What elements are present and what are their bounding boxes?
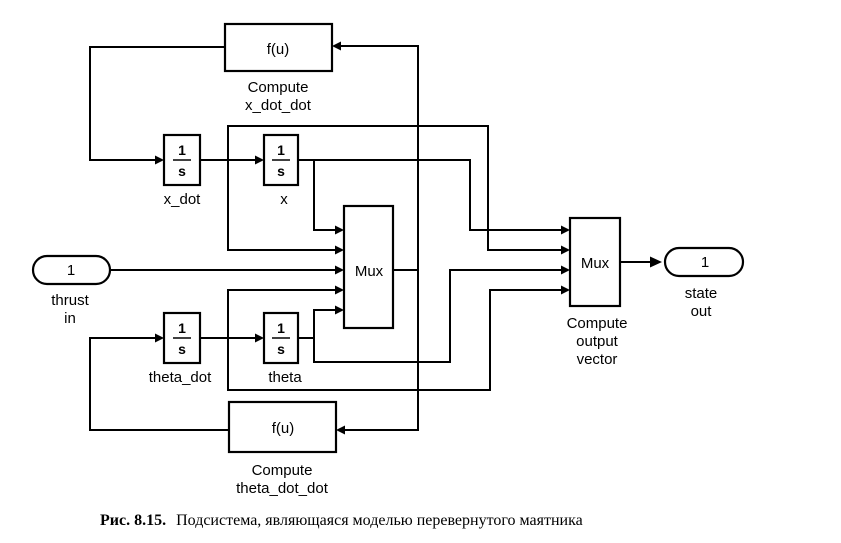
signal-wires bbox=[89, 45, 656, 431]
wire-xdot-to-outmux bbox=[227, 125, 562, 251]
mux-block-label: vector bbox=[577, 351, 618, 368]
fcn-block-label: Compute bbox=[252, 462, 313, 479]
fcn-block-label: Compute bbox=[248, 79, 309, 96]
arrowhead bbox=[335, 305, 344, 315]
arrowhead bbox=[155, 155, 164, 165]
mux-block-output[interactable]: Mux bbox=[568, 216, 622, 308]
arrowhead bbox=[561, 285, 570, 295]
arrowhead bbox=[155, 333, 164, 343]
mux-label: Mux bbox=[581, 255, 610, 272]
integrator-label: x_dot bbox=[164, 191, 202, 208]
integrator-denominator: s bbox=[178, 341, 186, 357]
integrator-label: theta_dot bbox=[149, 369, 212, 386]
integrator-denominator: s bbox=[277, 341, 285, 357]
integrator-block-theta[interactable]: 1 s bbox=[262, 311, 300, 365]
port-label: in bbox=[64, 310, 76, 327]
figure-caption-text: Подсистема, являющаяся моделью переверну… bbox=[176, 512, 583, 529]
fcn-expression: f(u) bbox=[272, 420, 295, 437]
port-label: out bbox=[691, 303, 713, 320]
arrowhead bbox=[336, 425, 345, 435]
fcn-block-label: x_dot_dot bbox=[245, 97, 312, 114]
mux-block-label: output bbox=[576, 333, 619, 350]
integrator-numerator: 1 bbox=[277, 142, 285, 158]
wire-thetadot-to-centermux bbox=[227, 289, 336, 338]
port-label: thrust bbox=[51, 292, 89, 309]
integrator-block-theta-dot[interactable]: 1 s bbox=[162, 311, 202, 365]
mux-block-center[interactable]: Mux bbox=[342, 204, 395, 330]
integrator-numerator: 1 bbox=[277, 320, 285, 336]
inport-thrust[interactable]: 1 bbox=[31, 254, 112, 286]
arrowhead bbox=[255, 155, 264, 165]
arrowhead bbox=[335, 245, 344, 255]
wire-bus-to-top-fcn bbox=[340, 45, 419, 270]
wire-thetadotdot-to-int-thetadot bbox=[89, 337, 229, 431]
arrowhead bbox=[335, 225, 344, 235]
integrator-block-x[interactable]: 1 s bbox=[262, 133, 300, 187]
arrowhead bbox=[335, 265, 344, 275]
figure-number: Рис. 8.15. bbox=[100, 512, 166, 529]
port-number: 1 bbox=[67, 262, 75, 279]
arrowhead bbox=[561, 245, 570, 255]
wire-theta-to-centermux bbox=[298, 309, 336, 339]
fcn-block-compute-theta-dot-dot[interactable]: f(u) bbox=[227, 400, 338, 454]
arrowhead bbox=[561, 265, 570, 275]
arrowhead bbox=[650, 256, 662, 268]
wire-x-to-outmux bbox=[314, 159, 562, 231]
fcn-block-compute-x-dot-dot[interactable]: f(u) bbox=[223, 22, 334, 73]
port-label: state bbox=[685, 285, 718, 302]
figure-caption: Рис. 8.15. Подсистема, являющаяся модель… bbox=[100, 512, 583, 529]
wire-theta-to-outmux bbox=[313, 269, 562, 363]
wire-xdotdot-to-int-xdot bbox=[89, 46, 225, 161]
integrator-denominator: s bbox=[178, 163, 186, 179]
wire-x-to-centermux bbox=[298, 159, 336, 231]
integrator-denominator: s bbox=[277, 163, 285, 179]
integrator-block-x-dot[interactable]: 1 s bbox=[162, 133, 202, 187]
integrator-numerator: 1 bbox=[178, 142, 186, 158]
integrator-label: theta bbox=[268, 369, 302, 386]
fcn-block-label: theta_dot_dot bbox=[236, 480, 329, 497]
mux-label: Mux bbox=[355, 263, 384, 280]
integrator-numerator: 1 bbox=[178, 320, 186, 336]
arrowhead bbox=[335, 285, 344, 295]
arrowhead bbox=[255, 333, 264, 343]
fcn-expression: f(u) bbox=[267, 41, 290, 58]
mux-block-label: Compute bbox=[567, 315, 628, 332]
outport-state[interactable]: 1 bbox=[663, 246, 745, 278]
wire-xdot-to-centermux bbox=[227, 160, 336, 251]
wire-thetadot-to-outmux bbox=[227, 289, 562, 391]
arrowhead bbox=[332, 41, 341, 51]
arrowhead bbox=[561, 225, 570, 235]
port-number: 1 bbox=[701, 254, 709, 271]
wire-bus-to-bottom-fcn bbox=[344, 270, 419, 431]
signal-arrowheads bbox=[155, 41, 662, 435]
integrator-label: x bbox=[280, 191, 288, 208]
